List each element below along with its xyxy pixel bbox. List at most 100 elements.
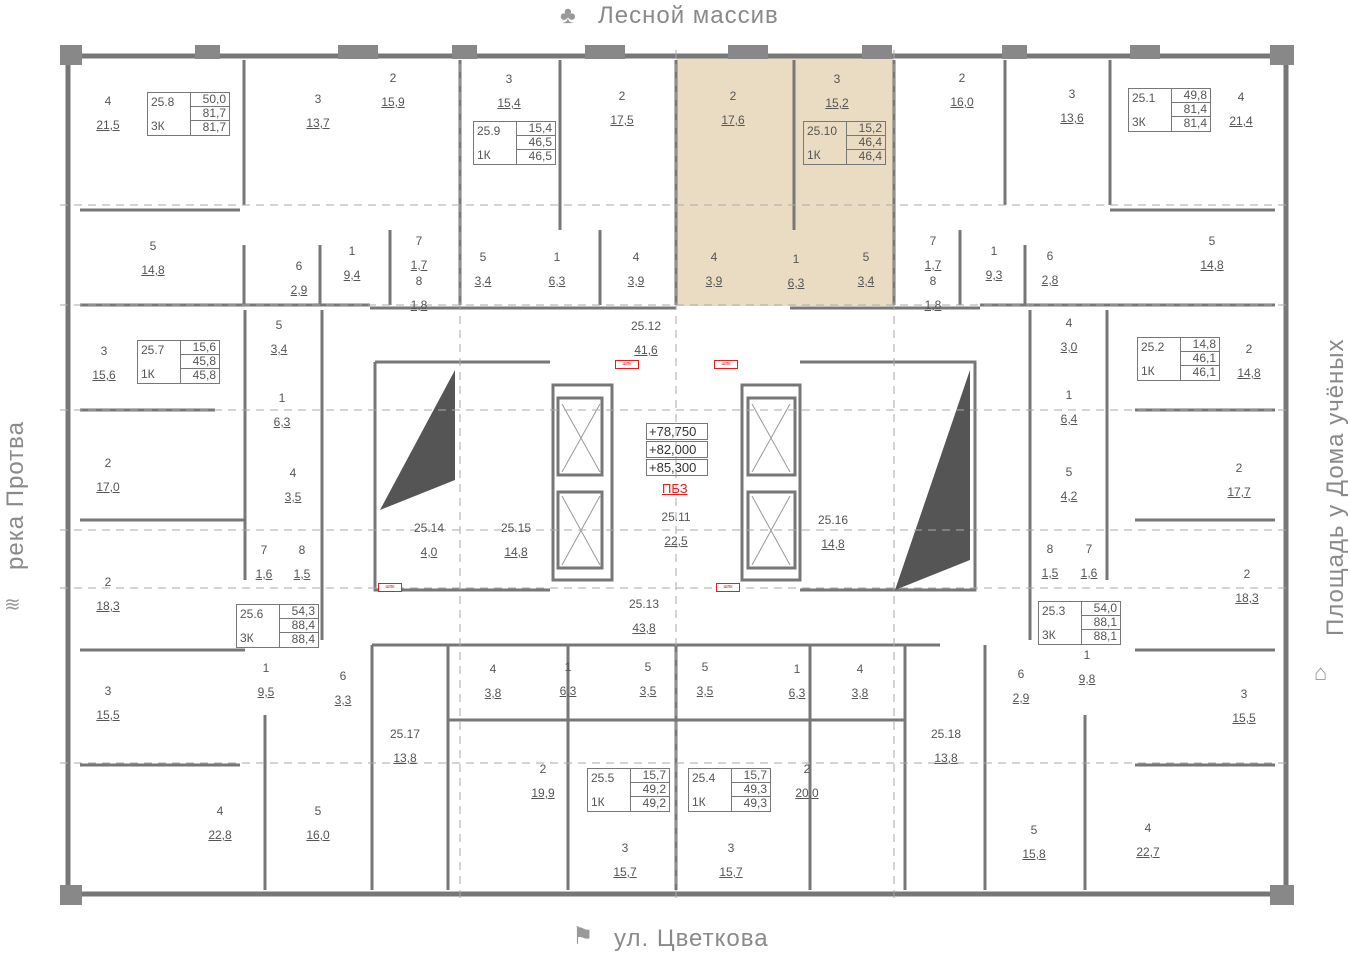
room-number: 25.16: [817, 513, 849, 527]
apartment-type: 1К: [141, 367, 155, 381]
apartment-area: 88,1: [1082, 616, 1120, 630]
apartment-type: 3К: [240, 631, 254, 645]
room-number: 8: [1046, 542, 1054, 556]
room-area: 3,5: [639, 684, 657, 698]
room-area: 41,6: [634, 343, 658, 357]
room-area: 1,5: [293, 567, 311, 581]
apartment-area: 46,5: [517, 136, 555, 150]
room-area: 9,4: [343, 268, 361, 282]
room-number: 4: [1237, 90, 1245, 104]
room-area: 4,2: [1060, 489, 1078, 503]
room-area: 18,3: [1235, 591, 1259, 605]
elevation-mark: +78,750: [646, 423, 708, 440]
room-area: 14,8: [1200, 258, 1224, 272]
apartment-area: 49,2: [642, 796, 666, 810]
apartment-id: 25.7: [141, 343, 165, 357]
room-number: 6: [1017, 667, 1025, 681]
room-area: 9,5: [257, 685, 275, 699]
room-area: 1,8: [924, 298, 942, 312]
room-number: 2: [803, 762, 811, 776]
room-number: 8: [415, 274, 423, 288]
highlighted-apartment-25-10[interactable]: [676, 58, 894, 306]
apartment-area: 88,4: [291, 632, 315, 646]
room-number: 8: [298, 543, 306, 557]
room-number: 2: [1243, 567, 1251, 581]
room-area: 15,7: [719, 865, 743, 879]
apartment-type: 1К: [591, 795, 605, 809]
room-number: 25.11: [661, 510, 691, 524]
room-area: 13,8: [934, 751, 958, 765]
room-number: 25.17: [389, 727, 421, 741]
elevation-marks: +78,750 +82,000 +85,300: [646, 423, 708, 477]
outer-wall: [65, 53, 1289, 897]
room-number: 2: [729, 89, 737, 103]
label-south: ул. Цветкова: [614, 925, 769, 952]
room-number: 1: [553, 250, 561, 264]
room-area: 3,9: [627, 274, 645, 288]
apartment-area: 15,6: [181, 341, 219, 355]
room-number: 4: [710, 250, 718, 264]
room-number: 5: [479, 250, 487, 264]
apartment-area: 46,5: [528, 149, 552, 163]
apartment-area: 45,8: [192, 368, 216, 382]
room-number: 3: [314, 92, 322, 106]
room-area: 15,8: [1022, 847, 1046, 861]
apartment-type: 3К: [151, 119, 165, 133]
apartment-area: 88,1: [1093, 629, 1117, 643]
room-number: 1: [348, 244, 356, 258]
room-area: 3,4: [270, 342, 288, 356]
apartment-area: 46,4: [847, 136, 885, 150]
apartment-type: 1К: [807, 148, 821, 162]
room-number: 7: [415, 234, 423, 248]
apartment-type: 3К: [1042, 628, 1056, 642]
room-area: 14,8: [141, 263, 165, 277]
apartment-area: 45,8: [181, 355, 219, 369]
room-number: 1: [1065, 388, 1073, 402]
room-number: 5: [701, 660, 709, 674]
room-number: 7: [1085, 542, 1093, 556]
room-area: 43,8: [632, 621, 656, 635]
room-area: 9,3: [985, 268, 1003, 282]
apartment-area: 15,4: [517, 122, 555, 136]
room-number: 3: [727, 841, 735, 855]
apartment-area: 81,4: [1172, 103, 1210, 117]
room-number: 2: [104, 575, 112, 589]
apartment-area: 49,3: [743, 796, 767, 810]
apartment-area: 46,1: [1181, 352, 1219, 366]
room-number: 5: [1030, 823, 1038, 837]
